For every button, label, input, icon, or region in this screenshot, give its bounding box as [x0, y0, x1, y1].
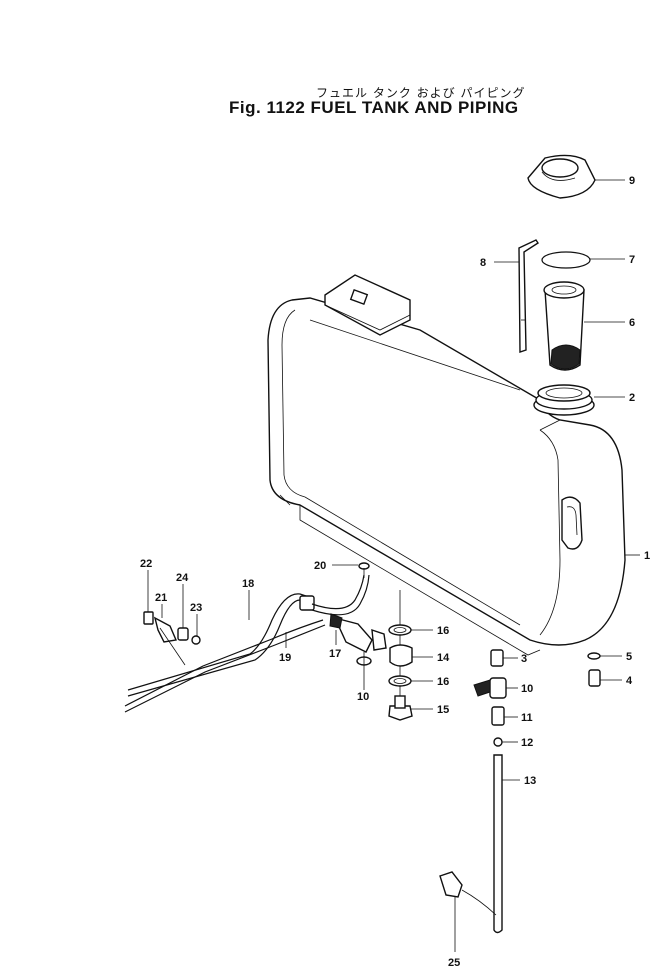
figure-title-japanese: フュエル タンク および パイピング	[316, 86, 526, 100]
callout-7: 7	[629, 254, 635, 266]
callout-23: 23	[190, 602, 202, 614]
callout-17: 17	[329, 648, 341, 660]
callout-9: 9	[629, 175, 635, 187]
callout-20: 20	[314, 560, 326, 572]
callout-12: 12	[521, 737, 533, 749]
callout-1: 1	[644, 550, 650, 562]
valve-assembly	[329, 613, 387, 678]
callout-4: 4	[626, 675, 633, 687]
center-fittings	[388, 590, 413, 721]
strainer	[543, 281, 585, 371]
callout-10-right: 10	[521, 683, 533, 695]
callout-3: 3	[521, 653, 527, 665]
callout-8: 8	[480, 257, 486, 269]
callout-2: 2	[629, 392, 635, 404]
clamp-parts	[143, 611, 201, 666]
filler-neck	[533, 384, 595, 416]
callout-21: 21	[155, 592, 167, 604]
callout-6: 6	[629, 317, 635, 329]
callout-10-left: 10	[357, 691, 369, 703]
callout-15: 15	[437, 704, 449, 716]
callout-16-upper: 16	[437, 625, 449, 637]
figure-title: Fig. 1122 FUEL TANK AND PIPING	[229, 98, 519, 117]
callout-labels: 9 7 8 6 2 1 5 4 3 10 11 12 13 16 14 16 1…	[140, 175, 650, 969]
callout-16-lower: 16	[437, 676, 449, 688]
callout-25: 25	[448, 957, 460, 969]
fuel-pipes	[124, 562, 370, 713]
leader-lines	[147, 179, 640, 952]
callout-19: 19	[279, 652, 291, 664]
level-gauge	[518, 239, 539, 353]
callout-22: 22	[140, 558, 152, 570]
callout-24: 24	[176, 572, 189, 584]
snap-ring	[541, 251, 591, 269]
callout-14: 14	[437, 652, 450, 664]
filler-cap	[527, 154, 596, 199]
callout-13: 13	[524, 775, 536, 787]
callout-11: 11	[521, 712, 533, 724]
callout-18: 18	[242, 578, 254, 590]
drain-plug	[587, 652, 601, 687]
callout-5: 5	[626, 651, 632, 663]
drain-assembly	[439, 649, 507, 934]
fuel-tank	[267, 274, 626, 656]
